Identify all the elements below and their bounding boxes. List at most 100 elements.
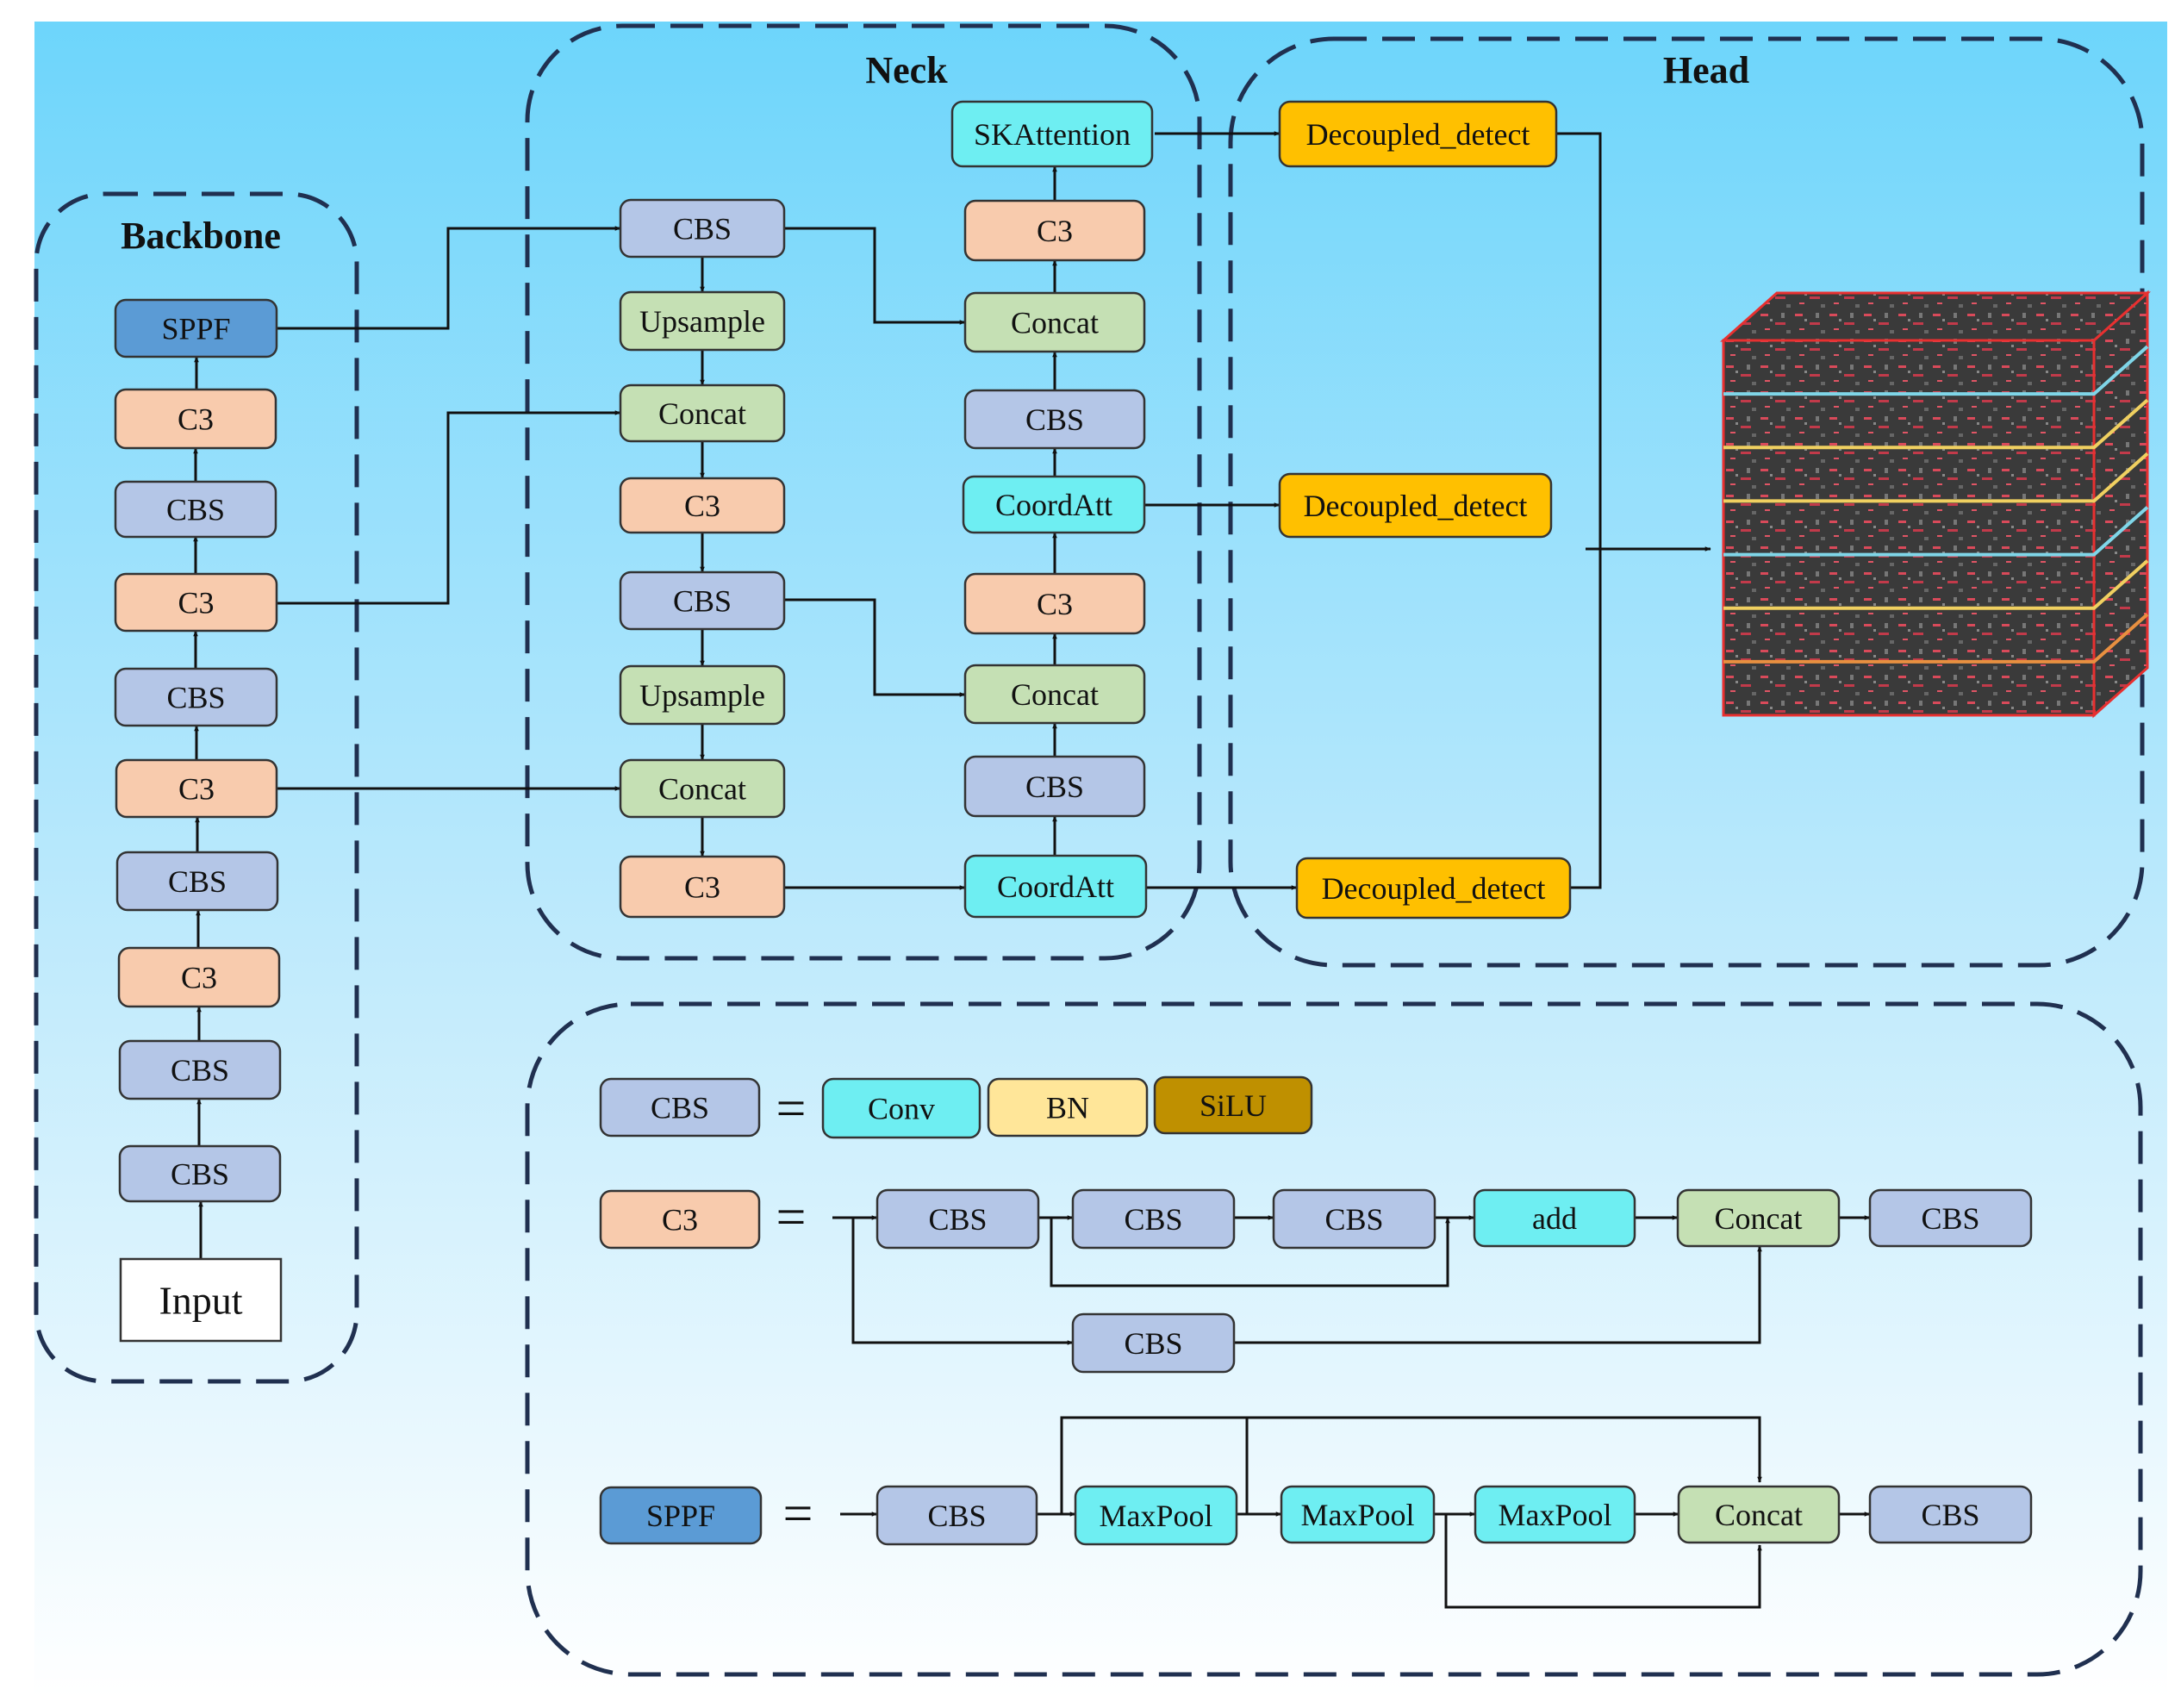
backbone-c3-2-box: [117, 946, 281, 1008]
legend-c3-branch-cbs: CBS: [1071, 1312, 1236, 1374]
neck-right-concat-6-label: Concat: [1011, 677, 1099, 712]
neck-left-c3-7-label: C3: [684, 870, 720, 905]
backbone-c3-8-box: [114, 388, 277, 450]
neck-left-cbs-4: CBS: [619, 570, 786, 631]
cube-layer-line-1: [1723, 345, 2149, 396]
backbone-c3-2: C3: [117, 946, 281, 1008]
legend-sppf-maxpool-1-box: [1074, 1485, 1238, 1546]
backbone-cbs-3-label: CBS: [168, 864, 227, 899]
neck-left-c3-7: C3: [619, 855, 786, 919]
neck-right-cbs-3: CBS: [963, 389, 1146, 450]
neck-right-coordatt-8-box: [963, 854, 1148, 919]
edge-head-merge: [1556, 132, 1602, 889]
legend-sppf-name-label: SPPF: [646, 1499, 715, 1533]
legend-cbs-part-silu: SiLU: [1153, 1075, 1313, 1135]
neck-title: Neck: [865, 49, 948, 91]
neck-left-concat-6: Concat: [619, 758, 786, 819]
head-decoupled-detect-2-label: Decoupled_detect: [1322, 871, 1546, 906]
backbone-cbs-0-box: [118, 1144, 282, 1203]
legend-c3-name-box: [599, 1189, 761, 1250]
backbone-cbs-0-label: CBS: [171, 1157, 229, 1192]
cube-layer-line-5: [1723, 559, 2149, 610]
head-decoupled-detect-2: Decoupled_detect: [1295, 857, 1572, 919]
neck-left-cbs-0: CBS: [619, 198, 786, 259]
equals-sppf: =: [783, 1485, 813, 1543]
head-decoupled-detect-1-box: [1278, 472, 1553, 539]
backbone-cbs-1-label: CBS: [171, 1053, 229, 1088]
neck-left-concat-2-label: Concat: [658, 396, 746, 431]
neck-right-cbs-3-box: [963, 389, 1146, 450]
neck-right-coordatt-4: CoordAtt: [962, 475, 1146, 534]
legend-sppf-maxpool-2-label: MaxPool: [1300, 1498, 1414, 1532]
neck-left-upsample-1-box: [619, 290, 786, 352]
legend-cbs-name-box: [599, 1077, 761, 1138]
legend-sppf-maxpool-1-label: MaxPool: [1099, 1499, 1212, 1533]
head-decoupled-detect-1: Decoupled_detect: [1278, 472, 1553, 539]
nodes: InputCBSCBSC3CBSC3CBSC3CBSC3SPPFCBSUpsam…: [114, 100, 2033, 1546]
legend-sppf-concat-4: Concat: [1677, 1485, 1841, 1544]
neck-left-upsample-5-label: Upsample: [639, 678, 765, 713]
backbone-cbs-1-box: [118, 1039, 282, 1100]
legend-sppf-cbs-0-box: [876, 1485, 1038, 1546]
legend-group: [525, 1001, 2143, 1677]
cube-layer-line-2: [1723, 398, 2149, 450]
legend-cbs-part-conv-label: Conv: [868, 1092, 935, 1126]
legend-c3-cbs-5-label: CBS: [1921, 1201, 1979, 1236]
legend-sppf-concat-4-box: [1677, 1485, 1841, 1544]
legend-sppf-maxpool-2: MaxPool: [1280, 1485, 1436, 1544]
backbone-cbs-3: CBS: [115, 851, 279, 912]
legend-sppf-cbs-5-box: [1868, 1485, 2033, 1544]
backbone-c3-4-label: C3: [178, 772, 215, 807]
backbone-cbs-7-box: [114, 480, 277, 539]
legend-c3-add-3: add: [1473, 1188, 1636, 1248]
neck-right-c3-1-label: C3: [1037, 214, 1073, 248]
backbone-c3-6-box: [114, 572, 278, 633]
neck-right-concat-2: Concat: [963, 291, 1146, 353]
equals-cbs: =: [776, 1080, 807, 1138]
neck-left-concat-2: Concat: [619, 383, 786, 443]
legend-sppf-maxpool-3-label: MaxPool: [1498, 1498, 1611, 1532]
legend-cbs-part-bn-box: [987, 1077, 1149, 1138]
legend-cbs-part-silu-box: [1153, 1075, 1313, 1135]
neck-right-skattention-0-label: SKAttention: [974, 117, 1131, 152]
legend-sppf-name-box: [599, 1486, 763, 1545]
backbone-title: Backbone: [121, 215, 281, 257]
neck-right-concat-2-box: [963, 291, 1146, 353]
backbone-cbs-7-label: CBS: [166, 493, 225, 527]
neck-left-upsample-5-box: [619, 664, 786, 726]
legend-c3-cbs-2: CBS: [1272, 1188, 1436, 1250]
neck-right-concat-6-box: [963, 664, 1146, 725]
legend-c3-cbs-2-box: [1272, 1188, 1436, 1250]
legend-sppf-name: SPPF: [599, 1486, 763, 1545]
head-decoupled-detect-2-box: [1295, 857, 1572, 919]
neck-right-coordatt-8-label: CoordAtt: [997, 870, 1114, 904]
legend-sppf-cbs-5: CBS: [1868, 1485, 2033, 1544]
neck-right-c3-1: C3: [963, 199, 1146, 262]
edge-sppf-neck: [277, 226, 621, 330]
legend-sppf-maxpool-3: MaxPool: [1474, 1485, 1636, 1544]
legend-c3-concat-4: Concat: [1676, 1188, 1841, 1248]
legend-c3-add-3-label: add: [1532, 1201, 1577, 1236]
backbone-cbs-0: CBS: [118, 1144, 282, 1203]
neck-right-c3-5-box: [963, 572, 1146, 635]
equals-c3: =: [776, 1188, 807, 1247]
backbone-input: Input: [119, 1257, 283, 1343]
legend-cbs-name-label: CBS: [651, 1091, 709, 1125]
legend-c3-name: C3: [599, 1189, 761, 1250]
legend-c3-name-label: C3: [662, 1203, 698, 1237]
backbone-input-label: Input: [159, 1279, 242, 1323]
edge-c3-branch-in: [851, 1218, 1074, 1345]
cube-top-face: [1720, 291, 2151, 342]
neck-left-c3-7-box: [619, 855, 786, 919]
connectors: [193, 131, 1871, 1609]
legend-sppf-concat-4-label: Concat: [1715, 1498, 1803, 1532]
neck-right-concat-2-label: Concat: [1011, 306, 1099, 340]
neck-left-upsample-1-label: Upsample: [639, 304, 765, 339]
legend-cbs-part-silu-label: SiLU: [1200, 1088, 1267, 1123]
neck-left-cbs-4-box: [619, 570, 786, 631]
neck-right-coordatt-4-box: [962, 475, 1146, 534]
neck-left-concat-6-label: Concat: [658, 772, 746, 807]
legend-cbs-name: CBS: [599, 1077, 761, 1138]
legend-c3-cbs-1-label: CBS: [1124, 1202, 1182, 1237]
legend-c3-add-3-box: [1473, 1188, 1636, 1248]
